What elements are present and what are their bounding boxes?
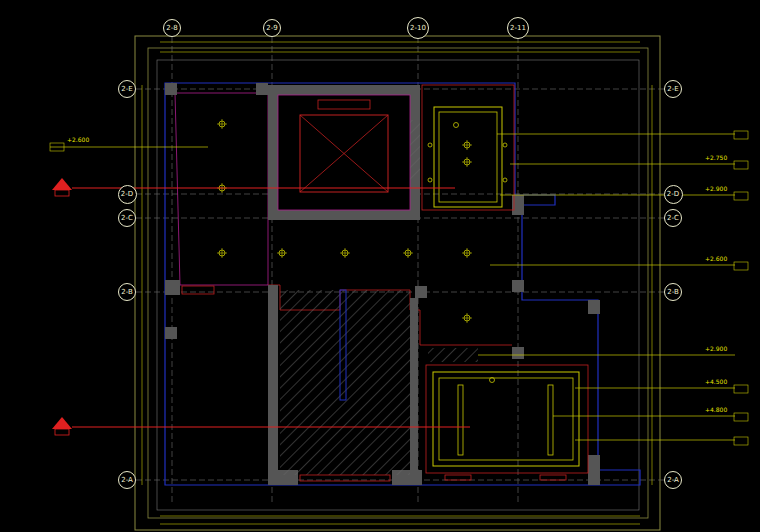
grid-label: 2-C [667, 215, 679, 222]
grid-label: 2-9 [266, 25, 277, 32]
ceiling-level: +2.600 [66, 137, 90, 143]
ceiling-level: +2.900 [704, 346, 728, 352]
grid-label: 2-E [667, 86, 678, 93]
grid-label: 2-B [121, 289, 133, 296]
grid-bubble: 2-C [664, 209, 682, 227]
grid-bubble: 2-E [118, 80, 136, 98]
grid-label: 2-A [121, 477, 133, 484]
ceiling-level: +4.500 [704, 379, 728, 385]
grid-bubble: 2-E [664, 80, 682, 98]
grid-bubble: 2-10 [407, 17, 429, 39]
grid-label: 2-8 [166, 25, 177, 32]
grid-label: 2-11 [510, 25, 526, 32]
grid-bubble: 2-A [664, 471, 682, 489]
grid-label: 2-E [121, 86, 132, 93]
grid-label: 2-C [121, 215, 133, 222]
grid-bubble: 2-11 [507, 17, 529, 39]
grid-label: 2-D [121, 191, 133, 198]
ceiling-level: +2.600 [704, 256, 728, 262]
grid-label: 2-B [667, 289, 679, 296]
ceiling-level: +2.900 [704, 186, 728, 192]
grid-bubble: 2-C [118, 209, 136, 227]
grid-bubble: 2-9 [263, 19, 281, 37]
grid-bubble: 2-B [664, 283, 682, 301]
grid-bubble: 2-8 [163, 19, 181, 37]
grid-label: 2-D [667, 191, 679, 198]
grid-label: 2-A [667, 477, 679, 484]
ceiling-level: +4.800 [704, 407, 728, 413]
grid-label: 2-10 [410, 25, 426, 32]
grid-bubble: 2-D [118, 185, 137, 204]
grid-bubble: 2-D [664, 185, 683, 204]
grid-bubble: 2-A [118, 471, 136, 489]
grid-bubble: 2-B [118, 283, 136, 301]
ceiling-level: +2.750 [704, 155, 728, 161]
